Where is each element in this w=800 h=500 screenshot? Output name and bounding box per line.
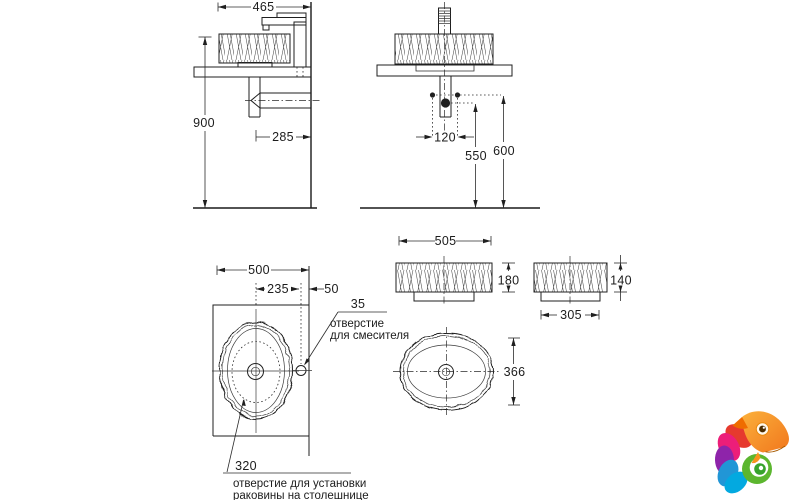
dimension-505: 505 <box>398 234 492 248</box>
dim-120-label: 120 <box>434 131 456 145</box>
dim-900-label: 900 <box>193 116 215 130</box>
dim-50-label: 50 <box>324 282 339 296</box>
countertop-plan-view: 500 235 50 35 отверстие для смесителя <box>212 263 409 500</box>
front-view: 120 550 600 <box>360 2 540 209</box>
drain-hole <box>247 363 264 380</box>
chameleon-logo-icon <box>714 411 789 494</box>
dimension-50: 50 <box>309 282 339 296</box>
dimension-305: 305 <box>540 308 600 322</box>
basin-plan-view: 366 <box>393 327 525 416</box>
dimension-285: 285 <box>255 130 311 144</box>
dimension-465: 465 <box>217 0 311 14</box>
dimension-140: 140 <box>610 255 632 301</box>
dim-180-label: 180 <box>498 274 520 288</box>
dimension-180: 180 <box>498 262 520 293</box>
dim-235-label: 235 <box>267 282 289 296</box>
mixer-note-line2: для смесителя <box>330 330 409 342</box>
dim-140-label: 140 <box>610 274 632 288</box>
drain-trap <box>245 77 322 118</box>
dim-500-label: 500 <box>248 263 270 277</box>
dimension-500: 500 <box>216 263 309 277</box>
mounting-points <box>429 92 501 136</box>
mixer-hole-callout: 35 отверстие для смесителя <box>304 297 409 366</box>
dimension-120: 120 <box>416 131 474 145</box>
drain-hole-2 <box>438 364 454 380</box>
dim-550-label: 550 <box>465 149 487 163</box>
faucet-side <box>261 12 307 79</box>
cutout-note-line2: раковины на столешнице <box>233 490 369 500</box>
dimension-550: 550 <box>465 104 487 208</box>
dimension-600: 600 <box>493 96 515 208</box>
cutout-note-line1: отверстие для установки <box>233 478 366 490</box>
mixer-note-line1: отверстие <box>330 318 384 330</box>
dim-600-label: 600 <box>493 144 515 158</box>
basin-side-view: 140 305 <box>533 255 632 322</box>
dim-305-label: 305 <box>560 308 582 322</box>
dim-35-label: 35 <box>351 297 366 311</box>
dim-366-label: 366 <box>504 365 526 379</box>
cutout-callout: 320 отверстие для установки раковины на … <box>223 399 369 500</box>
drain-pipe <box>439 76 452 118</box>
dimension-235: 235 <box>256 282 299 296</box>
dim-465-label: 465 <box>253 0 275 14</box>
side-view: 465 900 285 <box>193 0 322 209</box>
basin-front-view: 505 180 <box>395 234 520 305</box>
dimension-900: 900 <box>193 36 215 208</box>
dim-320-label: 320 <box>235 459 257 473</box>
dim-285-label: 285 <box>272 130 294 144</box>
dim-505-label: 505 <box>435 234 457 248</box>
dimension-366: 366 <box>504 337 526 406</box>
